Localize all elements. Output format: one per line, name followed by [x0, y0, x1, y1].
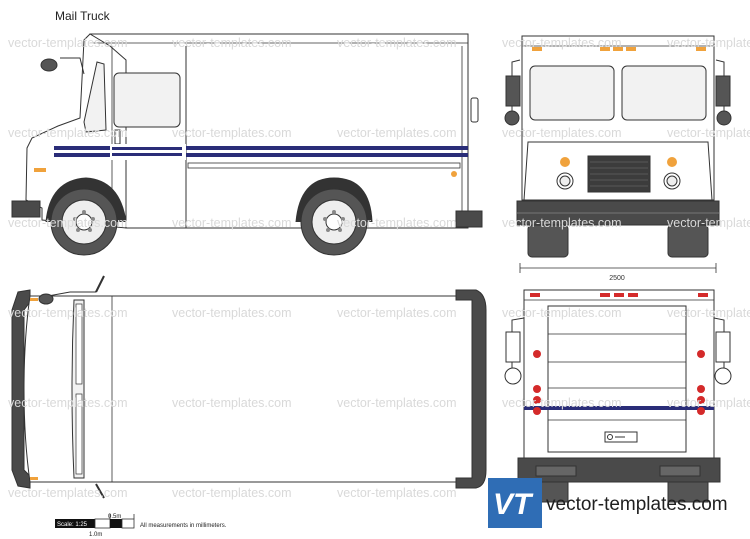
watermark: vector-templates.com	[172, 36, 291, 50]
scale-meter-label: 1.0m	[89, 532, 102, 538]
side-rear-wheel	[300, 188, 368, 256]
side-mirror-arm	[60, 57, 85, 75]
watermark: vector-templates.com	[8, 306, 127, 320]
front-view	[504, 35, 732, 273]
width-dimension	[519, 263, 717, 273]
front-signal-right	[667, 157, 677, 167]
brand-site-name: vector-templates.com	[546, 494, 728, 515]
watermark: vector-templates.com	[337, 126, 456, 140]
side-rear-bumper	[455, 210, 483, 228]
top-front-bumper	[11, 289, 31, 489]
watermark: vector-templates.com	[8, 126, 127, 140]
watermark: vector-templates.com	[172, 306, 291, 320]
rear-view	[504, 289, 732, 503]
brand-logo: VT	[488, 478, 542, 528]
side-windshield	[83, 61, 107, 133]
rear-tire-right	[667, 481, 709, 503]
page-title: Mail Truck	[55, 9, 110, 23]
watermark: vector-templates.com	[502, 216, 621, 230]
front-windshield-right	[621, 65, 707, 121]
side-window	[113, 72, 181, 128]
watermark: vector-templates.com	[337, 396, 456, 410]
side-stripe-bottom	[54, 153, 468, 157]
scale-label: Scale: 1:25	[57, 522, 88, 528]
watermark: vector-templates.com	[667, 396, 750, 410]
front-roof-light-c3	[626, 47, 636, 51]
watermark: vector-templates.com	[8, 36, 127, 50]
side-view	[11, 33, 483, 256]
front-roof-light-left	[532, 47, 542, 51]
watermark-grid: vector-templates.com vector-templates.co…	[8, 36, 750, 500]
side-marker-rear	[451, 171, 457, 177]
front-roof-light-c2	[613, 47, 623, 51]
rear-roof-light-c2	[614, 293, 624, 297]
front-windshield-left	[529, 65, 615, 121]
side-stripe-top	[54, 146, 468, 150]
top-rear-bumper	[455, 289, 487, 489]
front-tire-left	[527, 224, 569, 258]
watermark: vector-templates.com	[667, 126, 750, 140]
rear-door	[547, 305, 687, 453]
watermark: vector-templates.com	[172, 486, 291, 500]
watermark: vector-templates.com	[502, 396, 621, 410]
rear-roof-light-c3	[628, 293, 638, 297]
watermark: vector-templates.com	[502, 36, 621, 50]
scale-bar	[55, 514, 135, 529]
side-mirror	[40, 58, 58, 72]
vt-logo-icon	[488, 478, 542, 528]
side-front-bumper	[11, 200, 41, 218]
front-tire-right	[667, 224, 709, 258]
side-front-wheel	[50, 188, 118, 256]
rear-roof-light-c1	[600, 293, 610, 297]
top-view	[11, 275, 487, 499]
top-mirror-left	[38, 293, 54, 305]
top-roof	[23, 295, 473, 483]
watermark: vector-templates.com	[337, 216, 456, 230]
watermark: vector-templates.com	[8, 486, 127, 500]
scale-half-meter-label: 0.5m	[108, 514, 121, 520]
side-marker-front	[34, 168, 46, 172]
width-label: 2500	[609, 275, 625, 282]
watermark: vector-templates.com	[502, 126, 621, 140]
watermark: vector-templates.com	[8, 396, 127, 410]
rear-stripe	[524, 406, 714, 410]
front-mirror-left	[505, 75, 521, 107]
measurement-note: All measurements in millimeters.	[140, 523, 227, 529]
watermark: vector-templates.com	[667, 36, 750, 50]
side-rear-handle	[470, 97, 479, 123]
watermark: vector-templates.com	[172, 126, 291, 140]
watermark: vector-templates.com	[337, 486, 456, 500]
watermark: vector-templates.com	[337, 306, 456, 320]
logo-letters: VT	[493, 488, 534, 521]
rear-mirror-left	[505, 331, 521, 363]
watermark: vector-templates.com	[172, 216, 291, 230]
rear-roof-light-right	[698, 293, 708, 297]
watermark: vector-templates.com	[337, 36, 456, 50]
front-signal-left	[560, 157, 570, 167]
watermark: vector-templates.com	[8, 216, 127, 230]
front-mirror-right	[715, 75, 731, 107]
rear-mirror-right	[715, 331, 731, 363]
watermark: vector-templates.com	[172, 396, 291, 410]
watermark: vector-templates.com	[667, 306, 750, 320]
rear-roof-light-left	[530, 293, 540, 297]
watermark: vector-templates.com	[667, 216, 750, 230]
front-roof-light-right	[696, 47, 706, 51]
watermark: vector-templates.com	[502, 306, 621, 320]
front-roof-light-c1	[600, 47, 610, 51]
